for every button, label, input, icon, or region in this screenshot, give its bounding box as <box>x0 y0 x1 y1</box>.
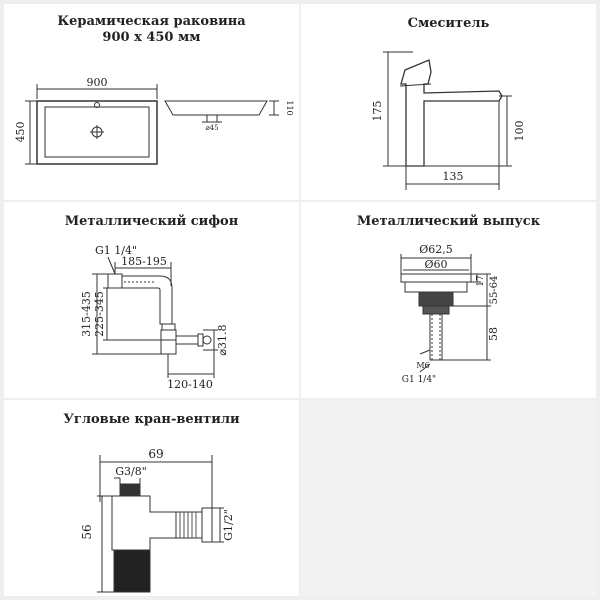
valve-drawing: 69 G3/8" 56 G1/2" <box>80 447 235 593</box>
siphon-height-label: 225-345 <box>93 291 106 337</box>
siphon-diameter-label: ⌀31.8 <box>216 324 229 355</box>
drain-inner-label: Ø60 <box>424 258 447 271</box>
valve-title: Угловые кран-вентили <box>63 412 240 427</box>
faucet-spout-height-label: 100 <box>513 121 526 142</box>
siphon-total-height-label: 315-435 <box>80 291 93 337</box>
sink-drain-label: ⌀45 <box>205 124 218 132</box>
siphon-top-label: 185-195 <box>121 255 167 268</box>
valve-inlet-label: G3/8" <box>115 465 147 478</box>
siphon-panel: Металлический сифон <box>4 202 299 398</box>
valve-panel: Угловые кран-вентили <box>4 400 299 596</box>
faucet-drawing: 175 100 135 <box>371 51 526 190</box>
sink-depth-label: 450 <box>14 122 27 143</box>
sink-width-label: 900 <box>87 76 108 89</box>
drain-title: Металлический выпуск <box>356 214 541 229</box>
sink-title-line2: 900 х 450 мм <box>102 30 201 45</box>
siphon-bottom-label: 120-140 <box>167 378 213 391</box>
faucet-panel: Смеситель 175 100 135 <box>301 4 596 200</box>
drain-outer-label: Ø62,5 <box>419 243 453 256</box>
valve-outlet-label: G1/2" <box>222 509 235 541</box>
drain-17-label: 17 <box>476 275 486 287</box>
drain-panel: Металлический выпуск <box>301 202 596 398</box>
drain-range-label: 55-64 <box>489 276 500 305</box>
drain-drawing: Ø62,5 Ø60 17 55-64 58 M6 G1 1/4" <box>400 243 500 385</box>
drain-m6-label: M6 <box>416 361 429 370</box>
valve-height-label: 56 <box>80 524 94 539</box>
siphon-thread-label: G1 1/4" <box>95 244 137 257</box>
sink-drawing: 900 450 110 ⌀45 <box>14 76 294 165</box>
sink-title: Керамическая раковина 900 х 450 мм <box>4 14 299 46</box>
drain-thread-label: G1 1/4" <box>402 375 436 385</box>
drain-58-label: 58 <box>487 327 500 341</box>
siphon-drawing: G1 1/4" 185-195 315-435 225-345 ⌀31.8 12… <box>80 244 229 391</box>
empty-panel <box>301 400 596 596</box>
sink-height-label: 110 <box>285 100 294 115</box>
faucet-title: Смеситель <box>407 16 490 31</box>
faucet-reach-label: 135 <box>443 170 464 183</box>
valve-width-label: 69 <box>148 447 163 461</box>
siphon-title: Металлический сифон <box>64 214 239 229</box>
sink-panel: Керамическая раковина 900 х 450 мм <box>4 4 299 200</box>
faucet-height-label: 175 <box>371 101 384 122</box>
sink-title-line1: Керамическая раковина <box>57 14 246 29</box>
